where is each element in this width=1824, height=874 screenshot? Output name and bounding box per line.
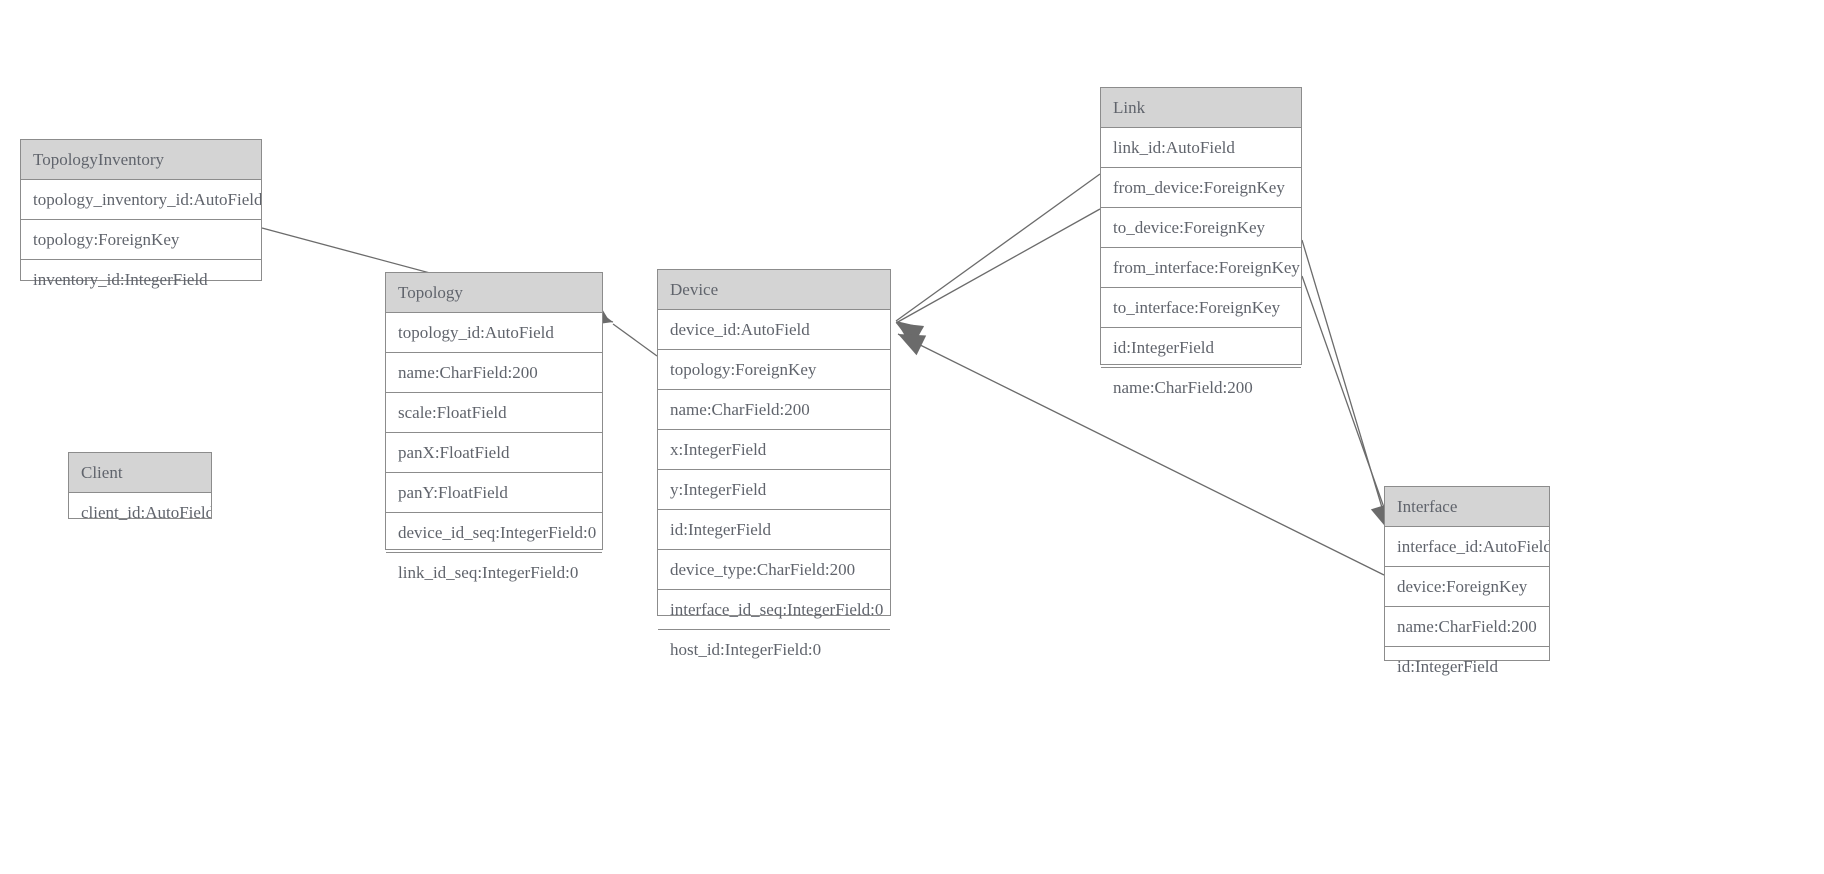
relationship-arrowhead	[898, 334, 927, 356]
entity-field[interactable]: interface_id_seq:IntegerField:0	[658, 590, 890, 630]
entity-field[interactable]: name:CharField:200	[1113, 378, 1253, 397]
entity-field[interactable]: link_id:AutoField	[1101, 128, 1301, 168]
entity-field[interactable]: name:CharField:200	[1385, 607, 1549, 647]
entity-field[interactable]: client_id:AutoField	[81, 503, 211, 522]
entity-field[interactable]: from_device:ForeignKey	[1101, 168, 1301, 208]
entity-title-interface: Interface	[1385, 487, 1549, 527]
entity-field[interactable]: inventory_id:IntegerField	[33, 270, 208, 289]
entity-field[interactable]: topology:ForeignKey	[21, 220, 261, 260]
rel-link-to-device[interactable]	[891, 208, 1101, 346]
entity-field[interactable]: host_id:IntegerField:0	[670, 640, 822, 659]
entity-title-client: Client	[69, 453, 211, 493]
entity-field[interactable]: id:IntegerField	[1397, 657, 1499, 676]
entity-field[interactable]: name:CharField:200	[386, 353, 602, 393]
entity-field[interactable]: id:IntegerField	[658, 510, 890, 550]
entity-field[interactable]: device:ForeignKey	[1385, 567, 1549, 607]
entity-field[interactable]: panX:FloatField	[386, 433, 602, 473]
entity-field[interactable]: topology_id:AutoField	[386, 313, 602, 353]
relationship-arrowhead	[896, 321, 924, 346]
entity-field[interactable]: panY:FloatField	[386, 473, 602, 513]
entity-fields-client: client_id:AutoField	[69, 493, 211, 533]
entity-title-device: Device	[658, 270, 890, 310]
relationship-arrowhead	[896, 323, 925, 346]
entity-field[interactable]: to_interface:ForeignKey	[1101, 288, 1301, 328]
entity-field[interactable]: to_device:ForeignKey	[1101, 208, 1301, 248]
entity-field[interactable]: name:CharField:200	[658, 390, 890, 430]
rel-link-from-device[interactable]	[890, 173, 1101, 346]
entity-title-topology_inventory: TopologyInventory	[21, 140, 261, 180]
entity-field[interactable]: link_id_seq:IntegerField:0	[398, 563, 579, 582]
entity-field[interactable]: from_interface:ForeignKey	[1101, 248, 1301, 288]
entity-title-link: Link	[1101, 88, 1301, 128]
entity-field[interactable]: device_id_seq:IntegerField:0	[386, 513, 602, 553]
entity-client[interactable]: Client client_id:AutoField	[68, 452, 212, 522]
entity-field[interactable]: device_id:AutoField	[658, 310, 890, 350]
entity-field[interactable]: scale:FloatField	[386, 393, 602, 433]
entity-field[interactable]: interface_id:AutoField	[1385, 527, 1549, 567]
entity-field[interactable]: topology_inventory_id:AutoField	[21, 180, 261, 220]
entity-field[interactable]: x:IntegerField	[658, 430, 890, 470]
entity-title-topology: Topology	[386, 273, 602, 313]
entity-field[interactable]: device_type:CharField:200	[658, 550, 890, 590]
entity-field[interactable]: id:IntegerField	[1101, 328, 1301, 368]
entity-field[interactable]: topology:ForeignKey	[658, 350, 890, 390]
entity-field[interactable]: y:IntegerField	[658, 470, 890, 510]
